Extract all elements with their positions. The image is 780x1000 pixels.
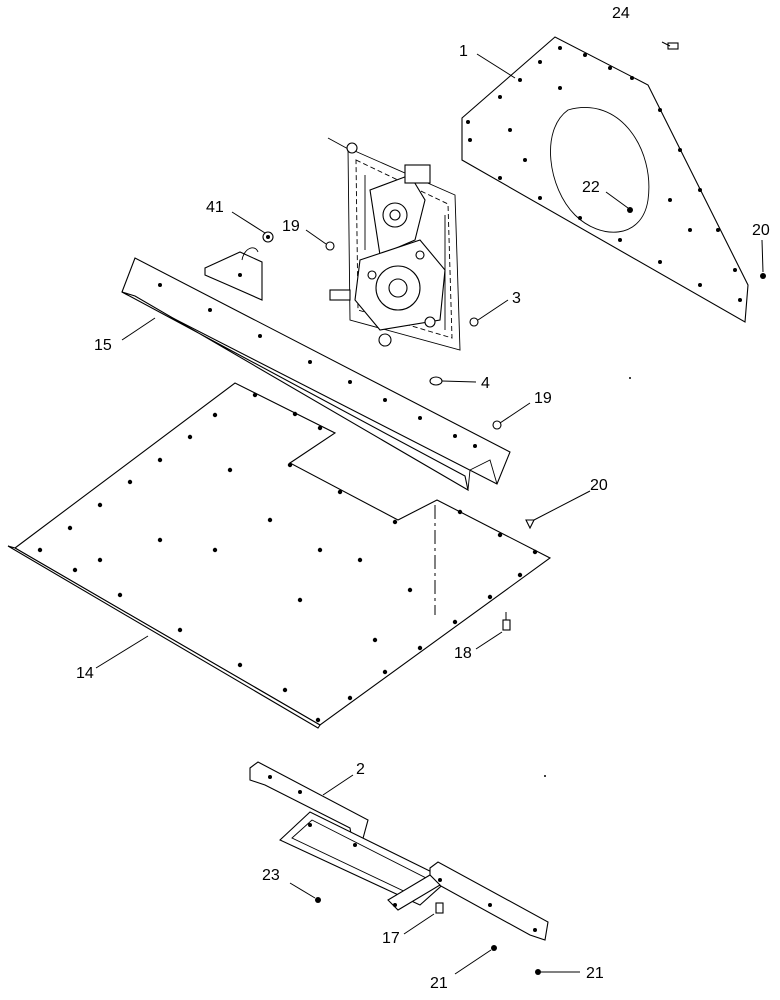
callout-19-top: 19 <box>282 218 300 235</box>
callout-15: 15 <box>94 337 112 354</box>
leader-lines <box>95 53 764 975</box>
callout-22: 22 <box>582 179 600 196</box>
bolt-17-icon <box>435 902 444 914</box>
callout-21-left: 21 <box>430 975 448 992</box>
callout-20-mid: 20 <box>590 477 608 494</box>
gearbox-assembly <box>327 137 461 351</box>
dot-mark <box>544 775 546 777</box>
side-plate-holes <box>466 46 742 302</box>
dot-mark <box>629 377 631 379</box>
washer-4-icon <box>429 376 477 386</box>
callout-4: 4 <box>481 375 490 392</box>
nut-23-icon <box>315 897 321 903</box>
callout-14: 14 <box>76 665 94 682</box>
side-plate-part-1 <box>461 36 749 323</box>
callout-23: 23 <box>262 867 280 884</box>
callout-41: 41 <box>206 199 224 216</box>
nut-19a-icon <box>325 241 335 251</box>
small-bracket <box>204 247 263 301</box>
callout-17: 17 <box>382 930 400 947</box>
bolt-18-icon <box>502 612 511 631</box>
callout-1: 1 <box>459 43 468 60</box>
callout-3: 3 <box>512 290 521 307</box>
nut-21a-icon <box>491 945 497 951</box>
callout-20-top: 20 <box>752 222 770 239</box>
bolt-41-icon <box>262 231 274 243</box>
fasteners <box>262 41 766 975</box>
callout-18: 18 <box>454 645 472 662</box>
nut-3-icon <box>469 317 479 327</box>
screw-20-icon <box>760 273 766 279</box>
lower-frame-part-2 <box>249 761 549 941</box>
screw-20b-icon <box>525 519 535 530</box>
nut-22-icon <box>627 207 633 213</box>
angle-rail-part-15 <box>121 257 511 492</box>
callout-2: 2 <box>356 761 365 778</box>
callout-21-right: 21 <box>586 965 604 982</box>
callout-24: 24 <box>612 5 630 22</box>
callout-19-mid: 19 <box>534 390 552 407</box>
floor-plate-part-14 <box>7 382 552 729</box>
bolt-24-icon <box>661 41 679 50</box>
nut-19b-icon <box>492 420 502 430</box>
callout-labels: 1 24 22 20 41 19 3 15 4 19 20 14 18 2 23… <box>76 5 770 992</box>
nut-21b-icon <box>535 969 541 975</box>
